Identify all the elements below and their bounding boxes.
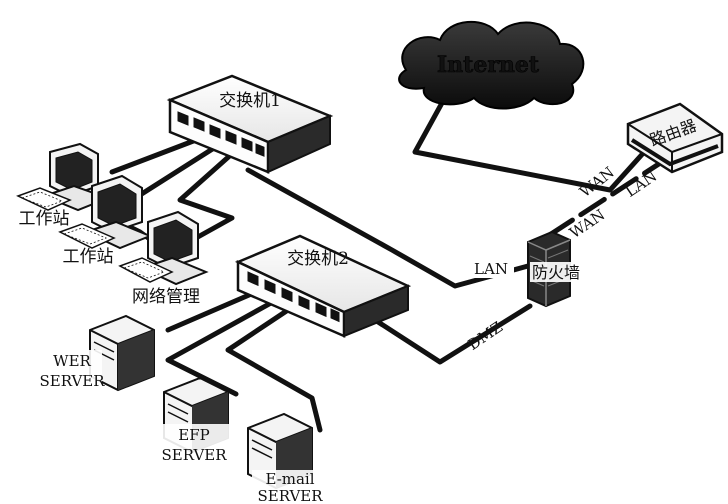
network-mgmt-station [118,210,209,286]
link-switch1-ws2 [137,145,217,198]
switch2-label: 交换机2 [287,249,349,269]
router-device: 路由器 [626,102,724,174]
switch1-label: 交换机1 [219,91,281,111]
link-router-firewall [545,155,671,239]
switch-2: 交换机2 [234,234,412,338]
switch-1: 交换机1 [166,74,334,174]
internet-label: Internet [437,52,540,78]
network-mgmt-label: 网络管理 [132,287,200,307]
firewall-device: 防火墙 [527,230,582,308]
firewall-label: 防火墙 [532,263,580,282]
link-label-firewall-lan: LAN [474,260,508,278]
link-switch1-mgmt [177,149,237,241]
workstation-2-label: 工作站 [63,247,114,267]
link-switch2-email [225,299,323,433]
link-internet-router [412,89,649,193]
workstation-1 [16,142,111,212]
link-switch2-efp [165,295,283,397]
internet-cloud: Internet [398,21,585,110]
link-switch2-firewall [369,303,533,365]
server-email-type: SERVER [257,487,323,504]
server-efp-type: SERVER [161,446,227,464]
server-wer-name: WER [53,352,91,370]
link-switch2-wer [165,289,259,333]
workstation-2 [58,174,153,250]
server-email-name: E-mail [265,470,314,488]
server-wer-type: SERVER [39,372,105,390]
link-switch1-ws1 [109,137,199,175]
workstation-1-label: 工作站 [19,209,70,229]
server-efp-name: EFP [178,426,209,444]
